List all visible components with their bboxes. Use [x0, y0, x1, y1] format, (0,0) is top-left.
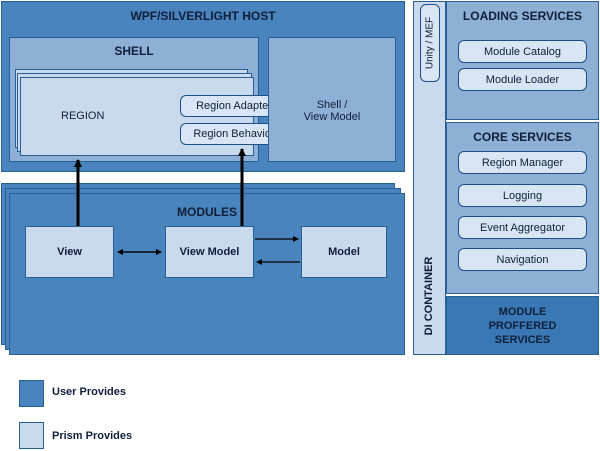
logging-pill: Logging [458, 184, 587, 207]
module-proffered-services-label: MODULE PROFFERED SERVICES [488, 305, 557, 346]
module-loader-pill: Module Loader [458, 68, 587, 91]
legend-prism-provides-swatch [19, 422, 44, 449]
legend-user-provides-label: User Provides [52, 386, 126, 398]
event-aggregator-pill: Event Aggregator [458, 216, 587, 239]
legend-user-provides-swatch [19, 380, 44, 407]
unity-mef-pill: Unity / MEF [420, 4, 440, 82]
region-manager-pill: Region Manager [458, 151, 587, 174]
modules-title: MODULES [177, 205, 237, 219]
model-label: Model [328, 246, 360, 258]
navigation-pill: Navigation [458, 248, 587, 271]
shell-view-model-label: Shell / View Model [303, 98, 361, 123]
model-box: Model [301, 226, 387, 278]
view-model-box: View Model [165, 226, 254, 278]
module-proffered-services-panel: MODULE PROFFERED SERVICES [446, 296, 599, 355]
view-label: View [57, 246, 82, 258]
shell-view-model-box: Shell / View Model [268, 37, 396, 162]
unity-mef-label: Unity / MEF [424, 16, 436, 70]
region-label: REGION [61, 110, 105, 122]
loading-services-title: LOADING SERVICES [462, 9, 583, 23]
view-box: View [25, 226, 114, 278]
region-behavior-pill: Region Behavior [180, 123, 288, 145]
view-model-label: View Model [179, 246, 240, 258]
module-catalog-pill: Module Catalog [458, 40, 587, 63]
wpf-host-title: WPF/SILVERLIGHT HOST [130, 9, 276, 23]
core-services-title: CORE SERVICES [473, 130, 572, 144]
shell-title: SHELL [114, 44, 154, 58]
legend-prism-provides-label: Prism Provides [52, 430, 133, 442]
di-container-label: DI CONTAINER [423, 256, 435, 336]
